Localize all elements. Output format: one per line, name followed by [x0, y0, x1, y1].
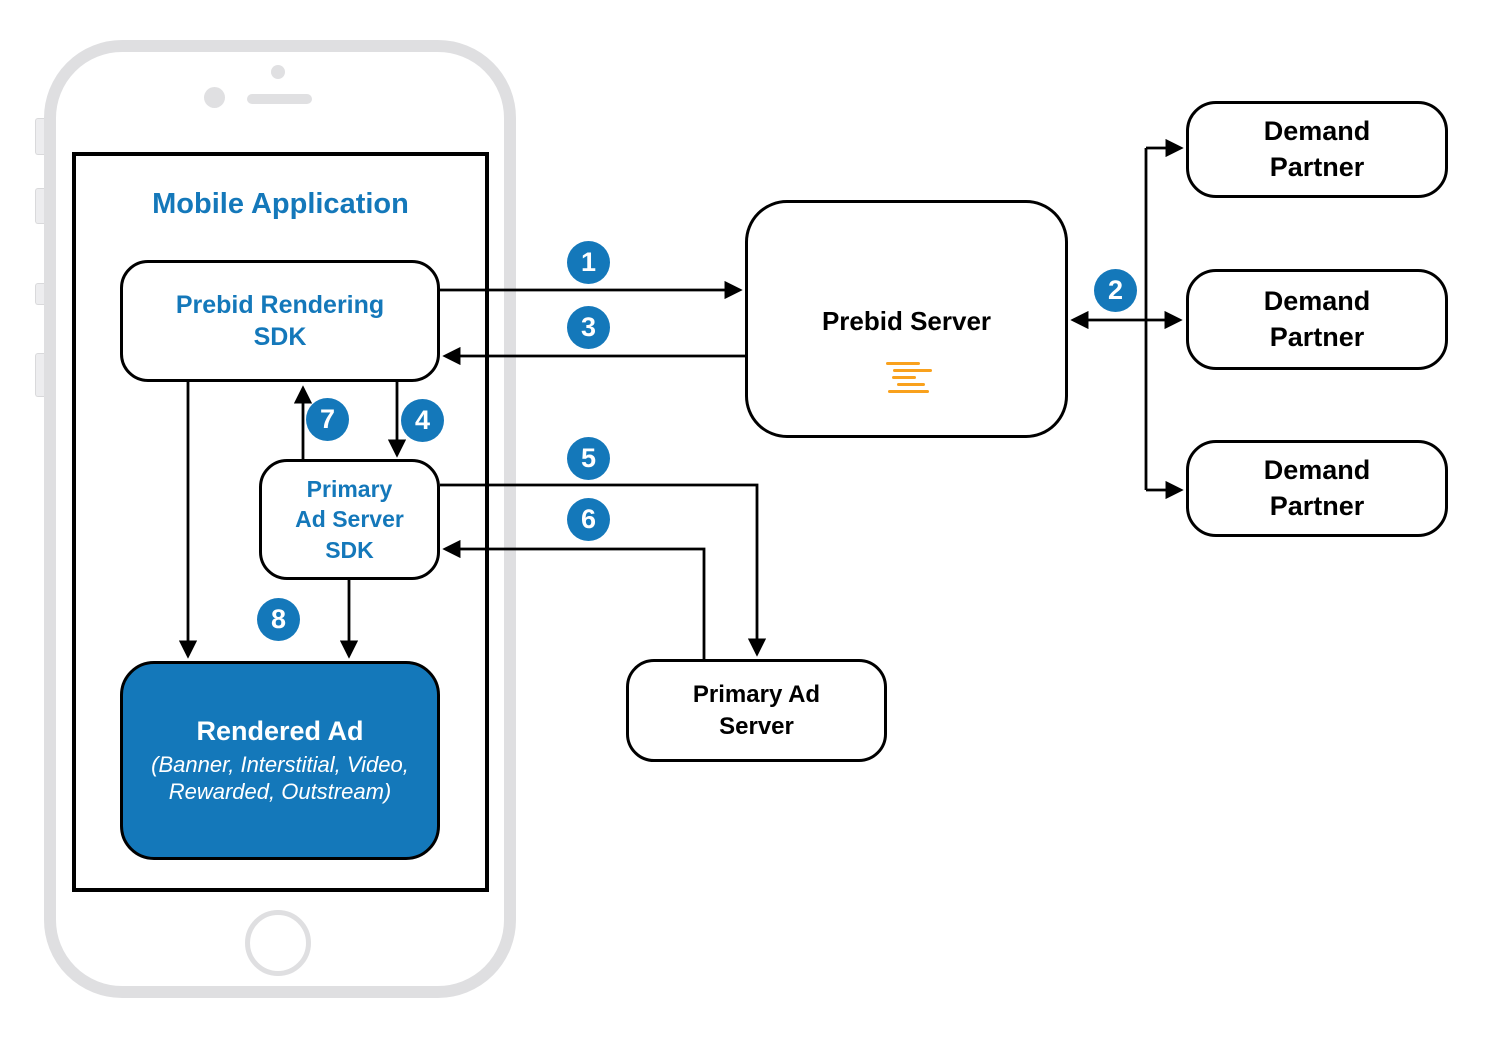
step-badge-6: 6: [567, 498, 610, 541]
prebid-server-box: Prebid Server: [745, 200, 1068, 438]
demand-partner-box-1: Demand Partner: [1186, 101, 1448, 198]
primary-ad-server-sdk-label: Primary Ad Server SDK: [295, 475, 404, 563]
step-badge-3: 3: [567, 306, 610, 349]
demand-partner-box-3: Demand Partner: [1186, 440, 1448, 537]
phone-sensor-dot: [271, 65, 285, 79]
phone-side-button: [35, 118, 46, 155]
step-badge-8: 8: [257, 598, 300, 641]
prebid-logo-icon: [883, 358, 933, 394]
rendered-ad-title: Rendered Ad: [196, 715, 364, 746]
step-badge-4: 4: [401, 399, 444, 442]
primary-ad-server-sdk-box: Primary Ad Server SDK: [259, 459, 440, 580]
mobile-application-title: Mobile Application: [152, 188, 409, 220]
step-badge-2: 2: [1094, 269, 1137, 312]
primary-ad-server-label: Primary Ad Server: [692, 681, 821, 740]
phone-side-button: [35, 353, 46, 397]
prebid-rendering-sdk-label: Prebid Rendering SDK: [175, 290, 385, 352]
rendered-ad-box: Rendered Ad (Banner, Interstitial, Video…: [120, 661, 440, 860]
step-badge-7: 7: [306, 398, 349, 441]
prebid-server-label: Prebid Server: [821, 306, 992, 336]
demand-partner-label: Demand Partner: [1263, 286, 1371, 352]
phone-frame: [44, 40, 516, 998]
step-badge-1: 1: [567, 241, 610, 284]
primary-ad-server-box: Primary Ad Server: [626, 659, 887, 762]
phone-camera-icon: [204, 87, 225, 108]
prebid-rendering-sdk-box: Prebid Rendering SDK: [120, 260, 440, 382]
demand-partner-label: Demand Partner: [1263, 455, 1371, 521]
phone-side-button: [35, 188, 46, 224]
rendered-ad-subtitle: (Banner, Interstitial, Video, Rewarded, …: [151, 751, 409, 805]
demand-partner-box-2: Demand Partner: [1186, 269, 1448, 370]
demand-partner-label: Demand Partner: [1263, 116, 1371, 182]
step-badge-5: 5: [567, 437, 610, 480]
phone-speaker-icon: [247, 94, 312, 104]
phone-home-button: [245, 910, 311, 976]
phone-side-button: [35, 283, 46, 305]
